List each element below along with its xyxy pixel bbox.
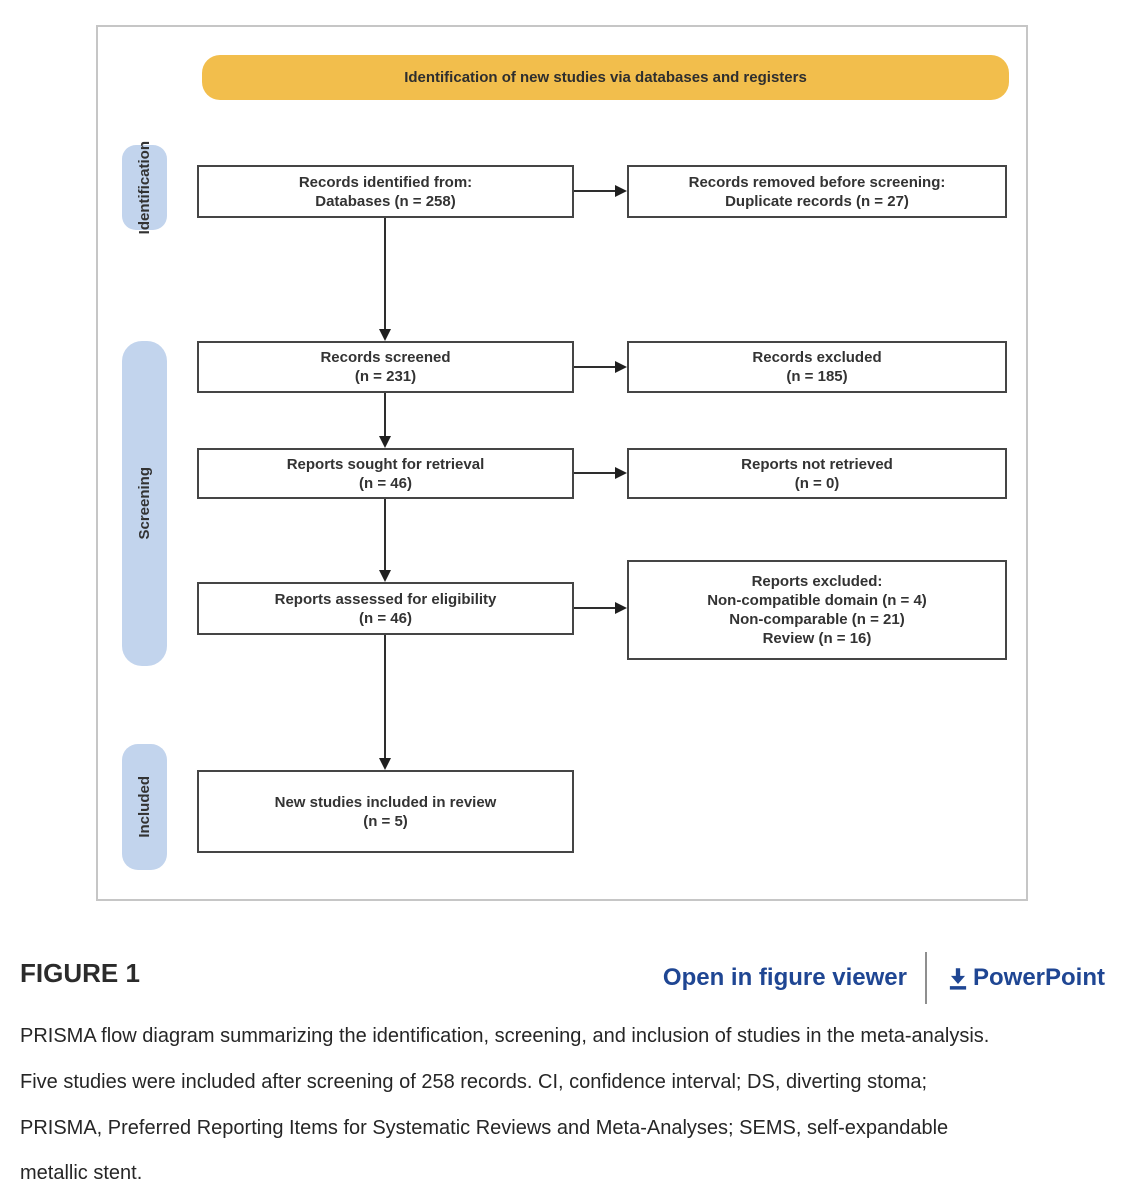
arrow-down-line <box>384 499 386 570</box>
open-figure-viewer-link[interactable]: Open in figure viewer <box>663 964 907 992</box>
box-line: Records excluded <box>752 349 882 366</box>
arrow-down-head <box>379 329 391 341</box>
caption-line: PRISMA flow diagram summarizing the iden… <box>20 1025 990 1047</box>
figure-actions: Open in figure viewer PowerPoint <box>663 952 1105 1004</box>
box-line: (n = 46) <box>359 609 412 627</box>
stage-label-identification: Identification <box>136 140 153 235</box>
box-line: (n = 5) <box>363 812 408 830</box>
arrow-right-line <box>574 607 615 609</box>
box-line: Records identified from: <box>298 173 473 191</box>
stage-label-screening: Screening <box>136 467 153 540</box>
box-line: Non-compatible domain (n = 4) <box>707 592 927 609</box>
box-line: (n = 0) <box>794 474 840 492</box>
box-reports-sought: Reports sought for retrieval (n = 46) <box>197 448 574 499</box>
box-reports-assessed: Reports assessed for eligibility (n = 46… <box>197 582 574 635</box>
figure-caption: PRISMA flow diagram summarizing the iden… <box>20 1014 1125 1197</box>
box-reports-not-retrieved: Reports not retrieved (n = 0) <box>627 448 1007 499</box>
arrow-down-head <box>379 570 391 582</box>
arrow-right-line <box>574 366 615 368</box>
box-studies-included: New studies included in review (n = 5) <box>197 770 574 853</box>
box-records-screened: Records screened (n = 231) <box>197 341 574 393</box>
box-line: Duplicate records (n = 27) <box>725 192 909 210</box>
box-reports-excluded: Reports excluded: Non-compatible domain … <box>627 560 1007 660</box>
arrow-down-head <box>379 758 391 770</box>
arrow-down-line <box>384 635 386 758</box>
prisma-flow-diagram: Identification of new studies via databa… <box>96 25 1028 901</box>
box-line: (n = 46) <box>359 474 412 492</box>
box-line: Databases (n = 258) <box>315 192 456 210</box>
arrow-down-head <box>379 436 391 448</box>
box-line: Records screened <box>320 349 451 366</box>
box-line: Reports excluded: <box>751 573 883 590</box>
powerpoint-label: PowerPoint <box>972 964 1105 991</box>
box-records-removed: Records removed before screening: Duplic… <box>627 165 1007 218</box>
stage-bar-identification: Identification <box>122 141 167 234</box>
stage-label-included: Included <box>136 776 153 838</box>
arrow-right-line <box>574 472 615 474</box>
stage-bar-included: Included <box>122 744 167 870</box>
arrow-down-line <box>384 218 386 329</box>
arrow-right-head <box>615 361 627 373</box>
box-line: (n = 231) <box>354 368 417 385</box>
download-icon <box>949 968 967 990</box>
links-divider <box>924 952 927 1004</box>
caption-line: PRISMA, Preferred Reporting Items for Sy… <box>20 1116 949 1139</box>
box-records-identified: Records identified from: Databases (n = … <box>197 165 574 218</box>
arrow-down-line <box>384 393 386 436</box>
stage-bar-screening: Screening <box>122 341 167 666</box>
box-line: Review (n = 16) <box>762 630 872 647</box>
box-line: Reports assessed for eligibility <box>274 590 497 608</box>
caption-line: metallic stent. <box>20 1162 143 1185</box>
arrow-right-head <box>615 185 627 197</box>
box-line: Non-comparable (n = 21) <box>729 611 905 628</box>
arrow-right-line <box>574 190 615 192</box>
arrow-right-head <box>615 467 627 479</box>
box-line: Reports sought for retrieval <box>286 455 485 473</box>
box-line: Records removed before screening: <box>688 173 946 191</box>
arrow-right-head <box>615 602 627 614</box>
box-records-excluded: Records excluded (n = 185) <box>627 341 1007 393</box>
diagram-title-banner: Identification of new studies via databa… <box>202 55 1009 100</box>
box-line: Reports not retrieved <box>741 455 893 473</box>
box-line: (n = 185) <box>786 368 848 385</box>
open-figure-viewer-label: Open in figure viewer <box>662 964 907 991</box>
box-line: New studies included in review <box>274 793 497 811</box>
diagram-title-text: Identification of new studies via databa… <box>404 69 807 86</box>
figure-label: FIGURE 1 <box>20 958 140 988</box>
powerpoint-download-link[interactable]: PowerPoint <box>945 964 1105 992</box>
caption-line: Five studies were included after screeni… <box>20 1070 928 1093</box>
